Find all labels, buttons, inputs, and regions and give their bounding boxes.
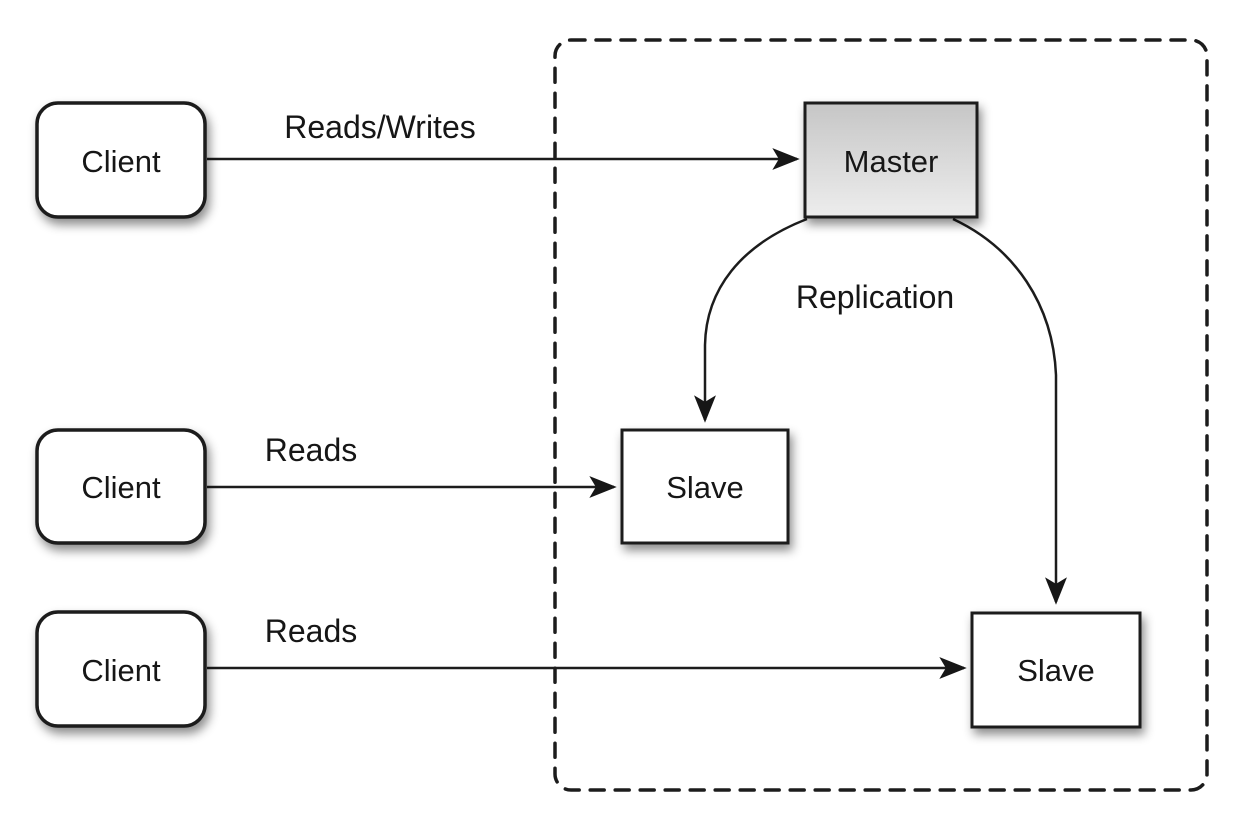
node-slave-middle: Slave bbox=[620, 428, 790, 545]
node-label-slave-middle: Slave bbox=[666, 470, 744, 505]
edge-label-replication: Replication bbox=[796, 279, 954, 315]
edge-label-reads-middle: Reads bbox=[265, 432, 358, 468]
node-label-slave-bottom: Slave bbox=[1017, 653, 1095, 688]
node-client-middle: Client bbox=[35, 428, 207, 545]
edge-label-reads-bottom: Reads bbox=[265, 613, 358, 649]
replication-group-border bbox=[553, 38, 1209, 792]
node-label-client-top: Client bbox=[81, 144, 161, 179]
node-client-top: Client bbox=[35, 101, 207, 219]
node-client-bottom: Client bbox=[35, 610, 207, 728]
edges-layer bbox=[207, 148, 1067, 679]
node-label-client-middle: Client bbox=[81, 470, 161, 505]
edge-master-to-slave-middle bbox=[694, 217, 808, 423]
edge-master-to-slave-bottom bbox=[952, 217, 1067, 605]
node-label-client-bottom: Client bbox=[81, 653, 161, 688]
node-slave-bottom: Slave bbox=[970, 611, 1142, 729]
master-box bbox=[803, 101, 979, 219]
edge-label-reads-writes: Reads/Writes bbox=[284, 109, 475, 145]
node-label-master: Master bbox=[844, 144, 939, 179]
node-master: Master bbox=[803, 101, 979, 219]
